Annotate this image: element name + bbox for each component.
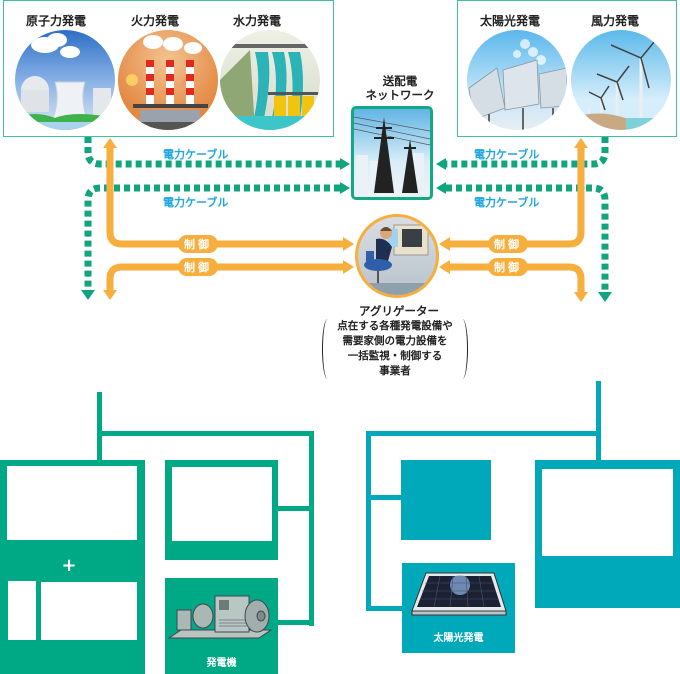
- control-arrow-left-down: [103, 290, 117, 300]
- generator-icon: [167, 595, 273, 639]
- control-line-left-upper: [106, 148, 345, 248]
- equipment-box-a: +: [0, 460, 145, 674]
- control-arrow-right-up: [574, 138, 588, 148]
- power-cable-right-upper-arrow: [436, 158, 446, 170]
- source-label-wind: 風力発電: [590, 14, 639, 28]
- tree-line-right-bus: [366, 431, 601, 436]
- solar-box: 太陽光発電: [402, 563, 515, 653]
- tree-line-left-branch: [309, 431, 314, 626]
- control-arrow-left-upper-right: [343, 237, 354, 251]
- aggregator-desc-line-1: 点在する各種発電設備や: [337, 320, 453, 332]
- equipment-box-f: [535, 460, 680, 608]
- box-a-small-slot: [8, 581, 36, 640]
- power-cable-left-lower: [84, 184, 340, 290]
- control-arrow-left-lower-right: [343, 260, 354, 274]
- control-label-left-lower: 制御: [178, 258, 218, 276]
- aggregator-desc-line-4: 事業者: [379, 365, 411, 377]
- power-cable-left-lower-arrow-right: [340, 182, 350, 194]
- equipment-box-d: [401, 460, 491, 540]
- power-cable-right-lower-arrow-down: [598, 292, 612, 302]
- control-arrow-left-up: [103, 138, 117, 148]
- paren-right: [457, 319, 468, 379]
- solar-label: 太陽光発電: [433, 633, 484, 644]
- power-cable-left-lower-arrow-down: [81, 290, 95, 300]
- cable-label-left-lower: 電力ケーブル: [163, 196, 229, 209]
- aggregator-desc-line-2: 需要家側の電力設備を: [342, 335, 448, 347]
- aggregator-title: アグリゲーター: [359, 304, 439, 318]
- control-label-left-upper: 制御: [178, 235, 218, 253]
- wind-turbines-icon: [571, 30, 671, 130]
- control-label-right-lower: 制御: [488, 258, 528, 276]
- source-label-hydro: 水力発電: [232, 14, 281, 28]
- cable-label-right-upper: 電力ケーブル: [474, 148, 540, 161]
- plus-icon: +: [61, 555, 77, 576]
- cable-label-left-upper: 電力ケーブル: [163, 148, 229, 161]
- tree-line-right-to-box-d: [366, 495, 402, 500]
- box-f-slot: [542, 469, 673, 556]
- power-cable-left-upper: [84, 137, 340, 168]
- tree-line-left-to-generator: [277, 620, 314, 625]
- box-b-slot: [172, 467, 272, 541]
- control-arrow-right-upper-left: [439, 237, 450, 251]
- tree-line-right-trunk: [596, 381, 601, 462]
- generator-box: 発電機: [165, 578, 278, 674]
- control-line-right-upper: [448, 148, 585, 248]
- operator-at-console-icon: [355, 214, 439, 298]
- transmission-tower-icon: [351, 106, 433, 200]
- aggregator-desc-line-3: 一括監視・制御する: [347, 350, 443, 362]
- tree-line-left-trunk: [97, 392, 102, 462]
- tree-line-left-bus: [97, 431, 314, 436]
- solar-panel-icon: [411, 572, 507, 616]
- control-line-left-lower: [106, 263, 345, 290]
- source-label-thermal: 火力発電: [130, 14, 179, 28]
- aggregator-description: 点在する各種発電設備や 需要家側の電力設備を 一括監視・制御する 事業者: [322, 319, 468, 381]
- source-label-solar: 太陽光発電: [479, 14, 540, 28]
- power-cable-left-upper-arrow: [340, 158, 350, 170]
- box-a-wide-slot: [41, 582, 137, 640]
- connection-lines: [81, 137, 612, 302]
- control-line-right-lower: [448, 263, 585, 292]
- grid-title-line2: ネットワーク: [365, 88, 435, 102]
- control-label-right-upper: 制御: [488, 235, 528, 253]
- control-arrow-right-lower-left: [439, 260, 450, 274]
- power-cable-right-upper: [446, 137, 609, 168]
- control-arrow-right-down: [574, 292, 588, 302]
- grid-title-line1: 送配電: [382, 74, 418, 88]
- cable-label-right-lower: 電力ケーブル: [474, 196, 540, 209]
- thermal-plant-icon: [118, 30, 218, 130]
- paren-left: [322, 319, 333, 379]
- power-cable-right-lower-arrow-left: [436, 182, 446, 194]
- generator-label: 発電機: [206, 658, 237, 669]
- hydro-dam-icon: [220, 30, 320, 130]
- box-a-upper-slot: [7, 466, 137, 540]
- solar-panels-icon: [467, 30, 567, 130]
- tree-line-right-to-solar: [366, 606, 403, 611]
- equipment-box-b: [165, 460, 278, 560]
- tree-line-right-branch: [366, 431, 371, 611]
- source-label-nuclear: 原子力発電: [25, 14, 86, 28]
- tree-line-left-to-box-b: [277, 506, 314, 511]
